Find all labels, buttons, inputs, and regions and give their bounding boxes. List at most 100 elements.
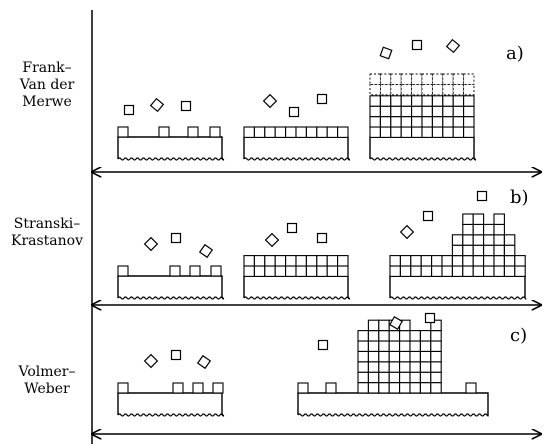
atom-cell (243, 255, 255, 267)
atom-cell (421, 126, 433, 138)
adatom (379, 46, 393, 60)
atom-cell (378, 319, 390, 332)
atom-cell (451, 265, 464, 277)
atom-cell (367, 350, 380, 363)
atom-cell (463, 126, 475, 138)
atom-cell (421, 116, 433, 128)
atom-cell (452, 95, 465, 107)
atom-cell (442, 126, 454, 138)
atom-cell (379, 116, 392, 128)
atom-cell (388, 350, 401, 363)
substrate-wavy-edge (369, 157, 477, 161)
atom-cell (451, 255, 464, 267)
atom-cell (410, 265, 422, 277)
panel-label-a: a) (506, 43, 524, 64)
atom-cell (483, 223, 495, 236)
atom-cell (452, 126, 465, 138)
substrate-a3 (369, 136, 475, 159)
row-label-line: Stranski– (13, 216, 81, 232)
atom-cell (462, 255, 474, 267)
atom-cell (465, 382, 477, 394)
atom-cell (389, 265, 401, 277)
atom-cell (493, 234, 505, 246)
atom-cell (316, 255, 328, 267)
atom-cell (285, 265, 297, 277)
substrate-b3 (389, 275, 526, 298)
atom-cell (430, 382, 442, 394)
atom-cell (117, 126, 129, 138)
substrate-wavy-edge (243, 296, 351, 300)
atom-cell (463, 105, 475, 118)
atom-cell (379, 95, 392, 107)
atom-cell (493, 244, 505, 257)
atom-cell (357, 330, 369, 342)
atom-cell (274, 265, 287, 277)
atom-cell (388, 340, 401, 352)
atom-cell (430, 371, 442, 384)
adatom (143, 353, 159, 369)
atom-cell (420, 255, 433, 267)
row-label-stranski-krastanov: Stranski– Krastanov (4, 216, 90, 250)
atom-cell (410, 255, 422, 267)
atom-cell (462, 213, 474, 225)
atom-cell (411, 105, 423, 118)
atom-cell-partial (463, 83, 475, 96)
atom-cell (441, 265, 453, 277)
atom-cell (295, 265, 307, 277)
substrate-b2 (243, 275, 349, 298)
row-label-line: Frank– (22, 60, 72, 76)
panel-label-b: b) (510, 187, 529, 208)
atom-cell (274, 126, 287, 138)
atom-cell (503, 255, 516, 267)
substrate-c1 (117, 392, 223, 415)
atom-cell (409, 371, 421, 384)
atom-cell (452, 105, 465, 118)
atom-cell (514, 255, 526, 267)
atom-cell-partial (390, 83, 402, 96)
atom-cell (117, 382, 129, 394)
substrate-wavy-edge (117, 157, 225, 161)
adatom (389, 316, 403, 330)
atom-cell (305, 255, 318, 267)
atom-cell-partial (400, 73, 413, 85)
atom-cell-partial (452, 83, 465, 96)
atom-cell (388, 361, 401, 373)
adatom (317, 339, 329, 351)
atom-cell (325, 382, 337, 394)
atom-cell (462, 244, 474, 257)
atom-cell (399, 361, 411, 373)
atom-cell (399, 330, 411, 342)
atom-cell (399, 350, 411, 363)
atom-cell (409, 350, 421, 363)
atom-cell (399, 265, 412, 277)
atom-cell (253, 265, 266, 277)
atom-cell (399, 255, 412, 267)
adatom (123, 104, 135, 116)
atom-cell (399, 371, 411, 384)
substrate-a2 (243, 136, 349, 159)
atom-cell (305, 126, 318, 138)
atom-cell (400, 126, 413, 138)
atom-cell (357, 340, 369, 352)
atom-cell (419, 340, 432, 352)
row-label-line: Merwe (22, 94, 72, 110)
atom-cell (379, 105, 392, 118)
atom-cell (400, 116, 413, 128)
atom-cell-partial (431, 73, 444, 85)
atom-cell (295, 126, 307, 138)
adatom (149, 97, 165, 113)
atom-cell-partial (452, 73, 465, 85)
atom-cell (503, 234, 516, 246)
atom-cell (400, 95, 413, 107)
atom-cell (378, 371, 390, 384)
adatom (424, 312, 436, 324)
atom-cell-partial (463, 73, 475, 85)
adatom (264, 232, 280, 248)
adatom (476, 190, 488, 202)
atom-cell (483, 265, 495, 277)
atom-cell-partial (411, 83, 423, 96)
atom-cell (378, 350, 390, 363)
atom-cell-partial (369, 73, 381, 85)
atom-cell (431, 126, 444, 138)
